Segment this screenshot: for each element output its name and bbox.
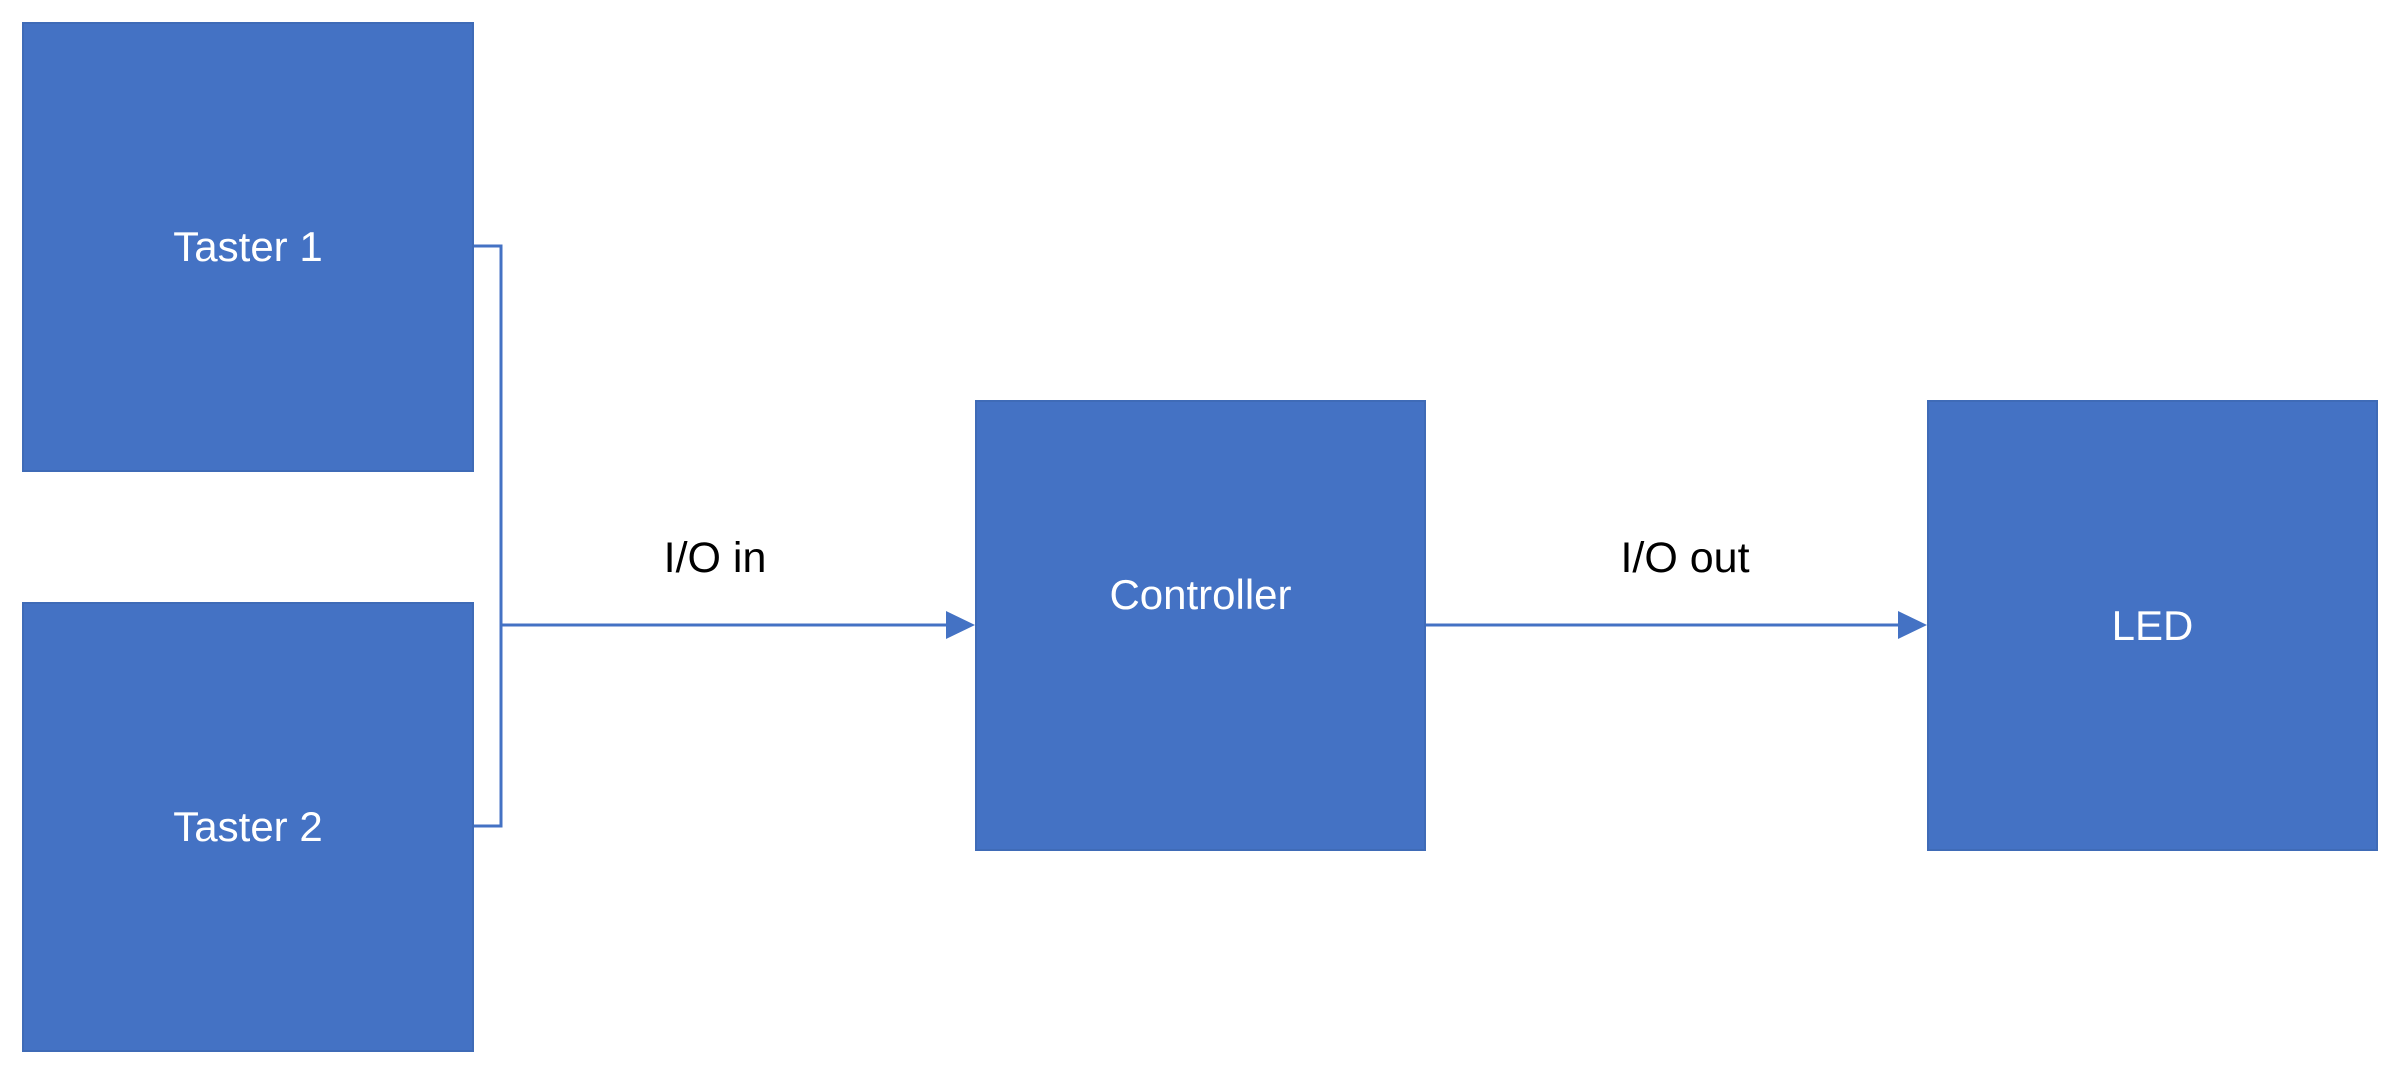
io-in-arrowhead — [946, 611, 975, 639]
taster-2-label: Taster 2 — [173, 803, 323, 850]
taster-merge-bracket — [474, 244, 503, 828]
taster-1-label: Taster 1 — [173, 223, 323, 270]
controller-label: Controller — [1109, 570, 1292, 618]
io-out-arrowhead — [1898, 611, 1927, 639]
io-out-label: I/O out — [1620, 534, 1750, 582]
led-block: LED — [1927, 400, 2378, 851]
io-in-label: I/O in — [663, 534, 767, 582]
controller-block: Controller — [975, 400, 1426, 851]
taster-1-block: Taster 1 — [22, 22, 474, 472]
taster-2-block: Taster 2 — [22, 602, 474, 1052]
led-label: LED — [2111, 601, 2194, 649]
